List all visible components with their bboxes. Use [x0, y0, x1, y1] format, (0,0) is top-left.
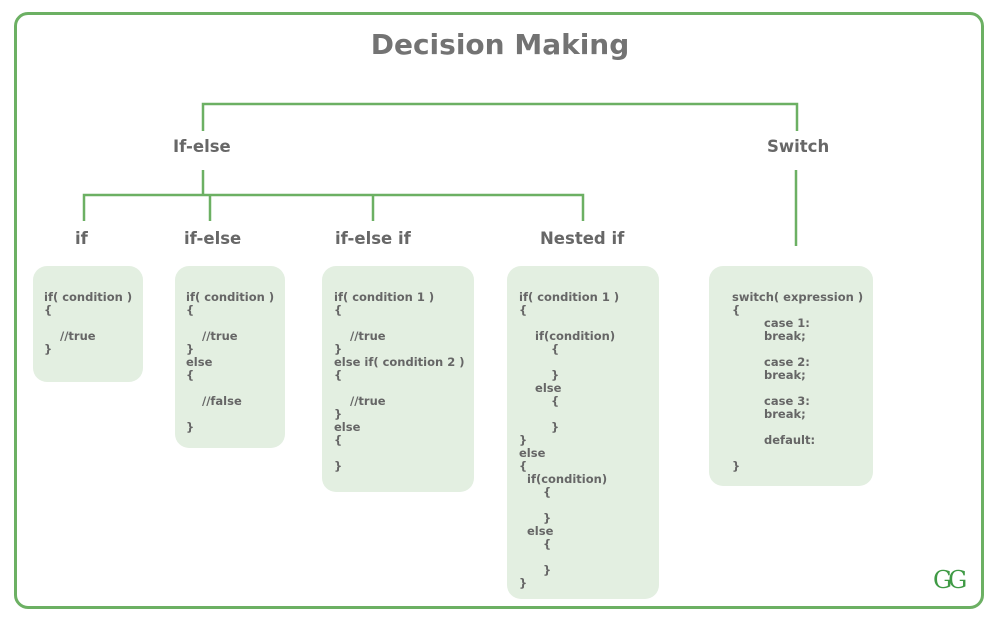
page-title: Decision Making — [370, 28, 630, 61]
code-ifelseif: if( condition 1 ) { //true } else if( co… — [334, 290, 465, 473]
code-if: if( condition ) { //true } — [44, 290, 133, 356]
code-box-ifelseif — [322, 266, 474, 492]
node-ifelseif: if-else if — [335, 229, 411, 248]
node-switch-group: Switch — [767, 137, 830, 156]
code-switch: switch( expression ) { case 1: break; ca… — [732, 290, 864, 473]
gfg-logo: GG — [933, 566, 967, 594]
code-box-switch — [709, 266, 873, 486]
code-box-ifelse — [175, 266, 285, 448]
connector-if-branches — [82, 193, 585, 221]
code-box-if — [33, 266, 143, 382]
node-if: if — [75, 229, 88, 248]
node-ifelse: if-else — [184, 229, 242, 248]
connector-root — [201, 102, 799, 131]
code-box-nested-if — [507, 266, 659, 599]
node-nested-if: Nested if — [540, 229, 625, 248]
code-nested-if: if( condition 1 ) { if(condition) { } el… — [519, 290, 620, 590]
node-ifelse-group: If-else — [173, 137, 231, 156]
code-ifelse: if( condition ) { //true } else { //fals… — [186, 290, 275, 434]
diagram-frame — [14, 12, 984, 609]
